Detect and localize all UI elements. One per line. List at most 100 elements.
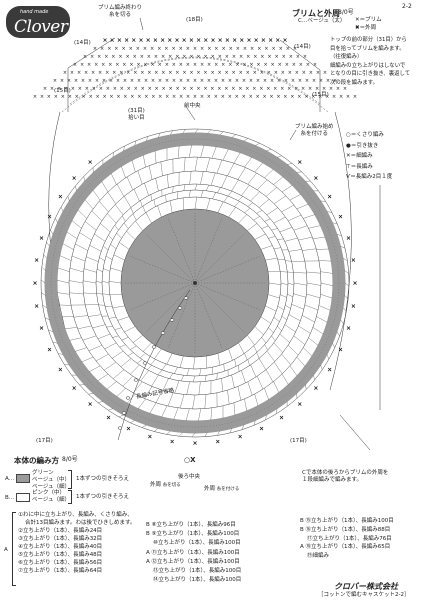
brim-stitch: × xyxy=(249,78,253,84)
stitch-mark xyxy=(55,218,58,223)
stitch-mark xyxy=(287,345,299,356)
stitch-mark xyxy=(155,390,163,403)
stitch-mark xyxy=(191,432,196,438)
stitch-mark xyxy=(264,388,269,400)
brim-stitch: × xyxy=(221,78,225,84)
brim-stitch: × xyxy=(158,94,162,100)
stitch-mark xyxy=(105,255,113,260)
outer-stitch: × xyxy=(346,235,351,242)
brim-stitch: × xyxy=(260,70,264,76)
stitch-mark xyxy=(96,292,103,295)
stitch-mark xyxy=(205,157,211,172)
stitch-mark xyxy=(204,394,207,409)
page-number: 2-2 xyxy=(402,3,412,10)
brim-stitch: × xyxy=(217,70,221,76)
stitch-mark xyxy=(155,178,159,192)
brim-stitch: × xyxy=(94,62,98,68)
brim-stitch: × xyxy=(141,86,145,92)
brim-stitch: × xyxy=(252,86,256,92)
brim-stitch: × xyxy=(104,54,108,60)
stitch-mark xyxy=(306,271,321,274)
stitch-mark xyxy=(211,146,217,159)
stitch-mark xyxy=(306,282,322,286)
brim-stitch: × xyxy=(294,86,298,92)
stitch-mark xyxy=(166,353,173,365)
stitch-mark xyxy=(200,145,205,158)
stitch-mark xyxy=(308,337,319,346)
stitch-mark xyxy=(254,162,263,173)
stitch-mark xyxy=(179,432,183,437)
stitch-mark xyxy=(273,176,284,185)
brim-stitch: × xyxy=(318,94,322,100)
stitch-mark xyxy=(243,138,248,142)
brim-stitch: × xyxy=(196,86,200,92)
ox-mark: ○X xyxy=(184,456,196,464)
stitch-mark xyxy=(134,140,137,146)
stitch-mark xyxy=(50,230,54,235)
brim-stitch: × xyxy=(280,86,284,92)
outer-stitch: × xyxy=(47,347,52,354)
brim-stitch: × xyxy=(85,86,89,92)
stitch-mark xyxy=(58,353,64,355)
brim-stitch: × xyxy=(290,94,294,100)
stitch-mark xyxy=(40,279,46,284)
brim-stitch: × xyxy=(263,78,267,84)
stitch-mark xyxy=(227,390,230,405)
stitch-mark xyxy=(289,365,298,377)
stitch-mark xyxy=(120,358,132,368)
brim-stitch: × xyxy=(151,94,155,100)
stitch-mark xyxy=(233,402,236,416)
brim-count-top: (18目) xyxy=(186,17,203,23)
stitch-mark xyxy=(92,189,101,201)
brim-stitch: × xyxy=(245,86,249,92)
col3-rows: B ⑮立ち上がり（1本）、長編み100目 B ⑯立ち上がり（1本）、長編み88目… xyxy=(300,517,394,561)
stitch-mark xyxy=(179,356,184,368)
stitch-mark xyxy=(62,243,74,250)
stitch-mark xyxy=(247,202,254,207)
brim-stitch: × xyxy=(333,78,337,84)
stitch-mark xyxy=(107,213,117,224)
brim-stitch: × xyxy=(118,54,122,60)
stitch-mark xyxy=(157,369,163,375)
row-5: ⑤立ち上がり（1本）、長編み48目 xyxy=(18,552,103,558)
stitch-mark xyxy=(258,358,266,370)
stitch-mark xyxy=(154,348,162,359)
brim-color: C…ベージュ（太） xyxy=(298,18,346,24)
stitch-mark xyxy=(274,362,283,374)
brim-stitch: × xyxy=(151,78,155,84)
brim-stitch: × xyxy=(123,78,127,84)
brim-instructions: トップの前の部分（31目）から 目を拾ってブリムを編みます。 （往復編み） 細編… xyxy=(330,37,411,86)
brim-stitch: × xyxy=(105,70,109,76)
stitch-mark xyxy=(57,292,70,295)
legend-sc: ✕＝細編み xyxy=(346,153,373,159)
brim-stitch: × xyxy=(221,62,225,68)
brim-stitch: × xyxy=(295,70,299,76)
stitch-mark xyxy=(140,370,149,382)
stitch-mark xyxy=(342,307,347,312)
stitch-mark xyxy=(281,374,289,385)
brim-stitch: × xyxy=(229,46,233,52)
brim-stitch: × xyxy=(249,94,253,100)
stitch-mark xyxy=(71,220,82,229)
stitch-mark xyxy=(60,206,64,212)
stitch-mark xyxy=(157,205,162,218)
brim-stitch: × xyxy=(263,62,267,68)
stitch-mark xyxy=(75,347,87,352)
brim-stitch: × xyxy=(93,46,97,52)
stitch-mark xyxy=(198,381,201,395)
stitch-mark xyxy=(136,359,143,364)
outer-stitch: × xyxy=(352,280,357,287)
stitch-mark xyxy=(117,316,130,321)
stitch-mark xyxy=(73,315,88,318)
stitch-mark xyxy=(145,212,152,224)
brim-stitch: × xyxy=(168,54,172,60)
row-4: ④立ち上がり（1本）、長編み40目 xyxy=(18,544,103,550)
brim-stitch: × xyxy=(168,70,172,76)
stitch-mark xyxy=(210,407,213,421)
stitch-mark xyxy=(83,268,97,273)
stitch-mark xyxy=(268,282,282,285)
brim-stitch: × xyxy=(157,46,161,52)
stitch-mark xyxy=(264,169,274,178)
stitch-mark xyxy=(241,370,246,384)
